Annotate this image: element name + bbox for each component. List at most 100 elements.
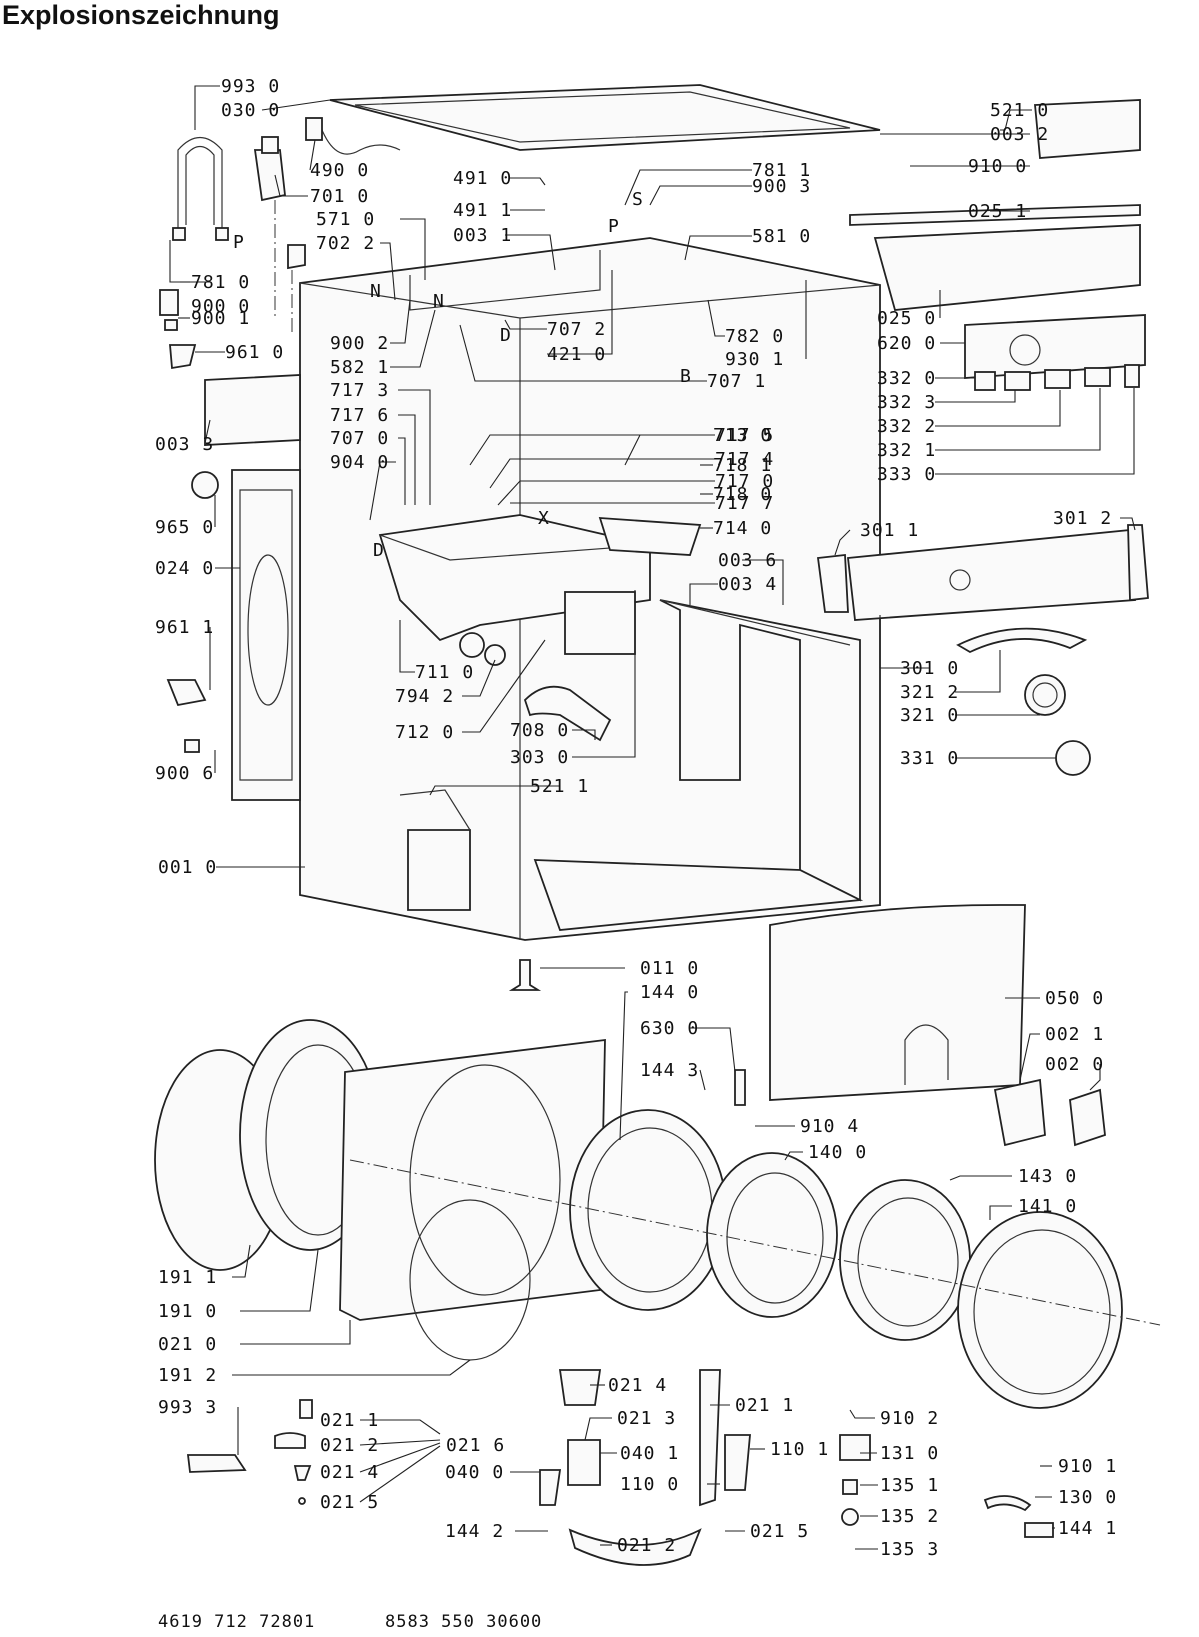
part-label: 021 0 [158,1334,217,1355]
part-label: 900 3 [752,176,811,197]
part-label: 900 2 [330,333,389,354]
part-label: 021 5 [320,1492,379,1513]
part-label: 717 6 [330,405,389,426]
part-label: 707 0 [330,428,389,449]
part-label: 001 0 [158,857,217,878]
part-label: 332 0 [877,368,936,389]
part-label: 521 0 [990,100,1049,121]
part-label: 910 1 [1058,1456,1117,1477]
part-label: 333 0 [877,464,936,485]
part-label: 717 7 [715,493,774,514]
part-label: 021 1 [320,1410,379,1431]
part-label: 131 0 [880,1443,939,1464]
latch-cap [1069,1088,1106,1147]
part-label: 191 2 [158,1365,217,1386]
part-label: 491 1 [453,200,512,221]
part-label: 144 1 [1058,1518,1117,1539]
door-glass [957,1211,1123,1409]
part-label: 718 1 [713,455,772,476]
control-board [964,314,1146,379]
part-label: 910 2 [880,1408,939,1429]
part-label: 718 0 [713,484,772,505]
part-label: 331 0 [900,748,959,769]
part-label: 110 0 [620,1474,679,1495]
part-label: 135 1 [880,1475,939,1496]
side-trim-right [1127,524,1149,602]
part-label: 571 0 [316,209,375,230]
part-label: 021 4 [608,1375,667,1396]
part-label: 040 1 [620,1443,679,1464]
part-label: 521 1 [530,776,589,797]
side-trim-left [816,554,849,613]
part-label: 303 0 [510,747,569,768]
part-label: 002 1 [1045,1024,1104,1045]
part-label: 021 6 [446,1435,505,1456]
part-label: 135 3 [880,1539,939,1560]
part-label: 024 0 [155,558,214,579]
rear-panel [231,469,301,801]
part-label: 191 1 [158,1267,217,1288]
part-label: 961 1 [155,617,214,638]
detergent-valve [253,149,286,202]
part-label: 717 3 [330,380,389,401]
part-label: 714 0 [713,518,772,539]
part-label: 135 2 [880,1506,939,1527]
part-label: 910 4 [800,1116,859,1137]
top-cover [329,84,881,151]
panel-rail [849,204,1141,226]
part-label: 002 0 [1045,1054,1104,1075]
control-panel-frame [873,224,1141,311]
part-label: 141 0 [1018,1196,1077,1217]
part-label: 900 1 [191,308,250,329]
part-label: 321 0 [900,705,959,726]
marker-label: X [538,508,550,529]
detergent-hose [523,685,612,742]
part-label: 713 0 [713,425,772,446]
part-label: 707 1 [707,371,766,392]
foot [508,959,542,991]
part-label: 143 0 [1018,1166,1077,1187]
part-label: 021 3 [617,1408,676,1429]
part-label: 910 0 [968,156,1027,177]
inlet-hose [177,136,223,230]
part-label: 961 0 [225,342,284,363]
part-label: 711 0 [415,662,474,683]
document-number-right: 8583 550 30600 [385,1612,543,1632]
part-label: 301 1 [860,520,919,541]
part-label: 144 0 [640,982,699,1003]
part-label: 130 0 [1058,1487,1117,1508]
part-label: 191 0 [158,1301,217,1322]
door-outer-ring [839,1179,971,1341]
front-fascia [847,529,1136,621]
part-label: 003 4 [718,574,777,595]
marker-label: S [632,189,644,210]
front-panel [769,904,1026,1101]
marker-label: D [373,540,385,561]
part-shapes [154,84,1161,1566]
part-label: 781 0 [191,272,250,293]
part-label: 708 0 [510,720,569,741]
part-label: 490 0 [310,160,369,181]
badge-strip [956,627,1088,654]
part-label: 900 6 [155,763,214,784]
part-label: 993 3 [158,1397,217,1418]
marker-label: D [500,325,512,346]
part-label: 904 0 [330,452,389,473]
latch-cover [993,1078,1046,1147]
part-label: 003 1 [453,225,512,246]
part-label: 021 5 [750,1521,809,1542]
part-label: 021 2 [617,1535,676,1556]
marker-label: B [680,366,692,387]
part-label: 301 2 [1053,508,1112,529]
part-label: 965 0 [155,517,214,538]
part-label: 620 0 [877,333,936,354]
marker-label: P [608,216,620,237]
detergent-drawer [598,517,702,556]
marker-label: P [233,232,245,253]
part-label: 003 2 [990,124,1049,145]
part-label: 794 2 [395,686,454,707]
part-label: 702 2 [316,233,375,254]
document-number-left: 4619 712 72801 [158,1612,316,1632]
part-label: 781 1 [752,160,811,181]
